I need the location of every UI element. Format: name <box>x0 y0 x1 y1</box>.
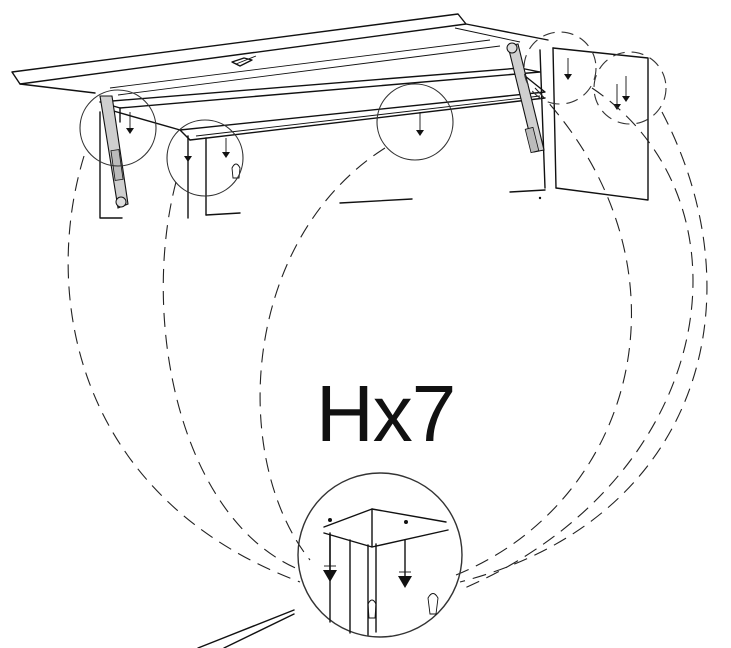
gas-strut-right <box>506 42 545 154</box>
detail-circle <box>593 51 667 125</box>
detail-circle <box>523 31 597 105</box>
detail-circle <box>376 83 454 161</box>
screw-marks <box>126 58 630 179</box>
screw <box>222 138 230 158</box>
dashed-leaders <box>67 87 708 591</box>
cabinet-lid <box>11 13 549 96</box>
screw <box>416 112 424 136</box>
detail-circle <box>79 89 157 167</box>
screw <box>323 533 337 582</box>
pointer-lines <box>197 609 295 648</box>
screw <box>184 142 192 162</box>
screw <box>126 112 134 134</box>
screw <box>613 84 621 110</box>
gas-strut-left <box>99 95 129 209</box>
screw <box>398 539 412 588</box>
detail-circles <box>79 31 667 197</box>
cabinet-body <box>99 47 649 219</box>
screw <box>622 76 630 102</box>
lid-latch <box>231 55 257 67</box>
screw <box>564 58 572 80</box>
fastener-quantity-label: Hx7 <box>316 369 456 458</box>
magnify-circle <box>297 472 463 638</box>
magnified-detail <box>297 472 463 638</box>
detail-circle <box>166 119 244 197</box>
